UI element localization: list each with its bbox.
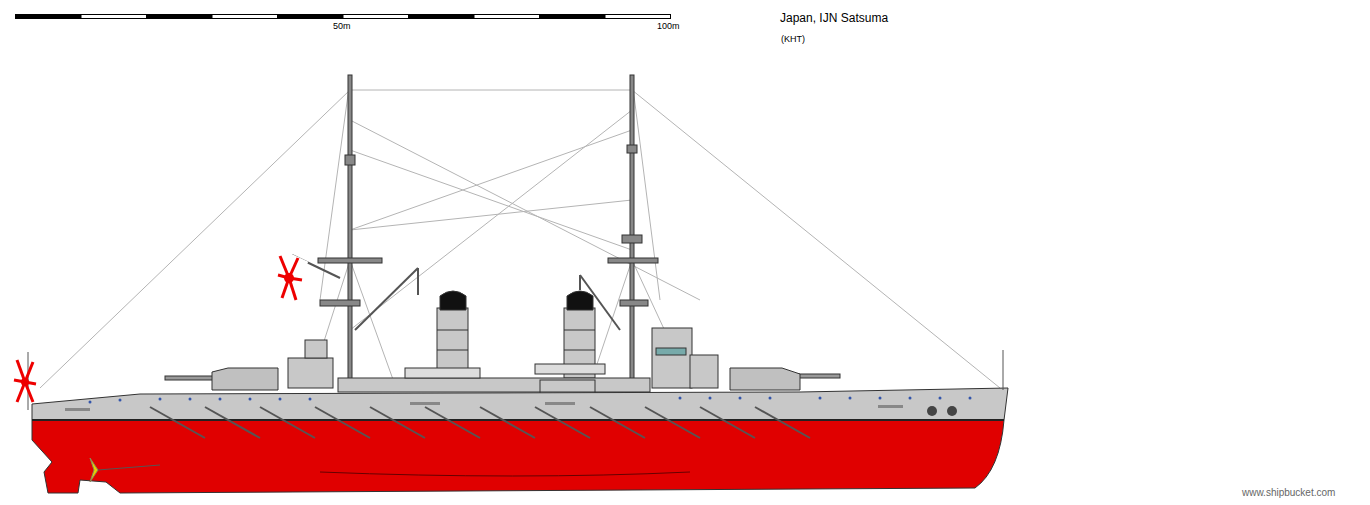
jackstaff	[1003, 350, 1004, 390]
hull-grey	[32, 388, 1008, 420]
rigging	[40, 80, 1000, 388]
author-credit: (KHT)	[781, 35, 805, 44]
porthole	[89, 397, 972, 404]
propeller	[90, 458, 98, 482]
anchor	[947, 406, 957, 416]
net-boom	[150, 407, 810, 438]
casemate-gun	[65, 402, 903, 411]
waterline	[32, 419, 1004, 421]
scale-mark: 50m	[333, 22, 351, 31]
anchor	[927, 406, 937, 416]
mast	[318, 75, 658, 390]
watermark: www.shipbucket.com	[1242, 488, 1335, 498]
scale-mark: 100m	[657, 22, 680, 31]
bilge-keel	[320, 472, 690, 476]
scale-bar	[16, 15, 671, 19]
gun-turret	[165, 368, 840, 390]
shaft	[98, 465, 160, 470]
rising-sun-flag	[14, 252, 308, 410]
hull-red	[32, 420, 1004, 493]
ship-title: Japan, IJN Satsuma	[780, 12, 888, 24]
